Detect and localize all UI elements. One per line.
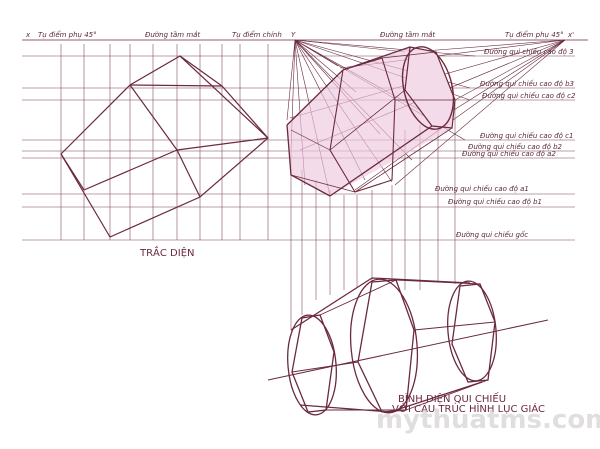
height-label-b1: Đường qui chiếu cao độ b1 [448,198,542,206]
height-label-b2: Đường qui chiếu cao độ b2 [468,143,563,151]
side-view-caption: TRẮC DIỆN [139,245,195,259]
main-vp-label: Tụ điểm chính [232,30,282,39]
vertical-projection-lines [60,44,456,330]
side-view-shape [60,55,269,238]
y-mark-label: Y [291,31,296,39]
watermark: mythuatms.com [376,405,600,435]
x-left-label: x [25,31,31,39]
x-right-label: x' [567,31,574,39]
height-label-a2: Đường qui chiếu cao độ a2 [462,150,556,158]
height-label-c1: Đường qui chiếu cao độ c1 [480,132,573,140]
plan-view-shape [267,277,549,416]
vp-left-label: Tụ điểm phụ 45° [38,30,97,39]
height-label-b3: Đường qui chiếu cao độ b3 [480,80,574,88]
perspective-prism [286,46,456,197]
horizon-right-label: Đường tầm mắt [380,31,435,39]
height-label-a1: Đường qui chiếu cao độ a1 [435,185,529,193]
horizon-left-label: Đường tầm mắt [145,31,200,39]
plan-caption-2: VỚI CẤU TRÚC HÌNH LỤC GIÁC [392,401,545,415]
height-label-base: Đường qui chiếu gốc [456,231,528,239]
plan-caption-1: BÌNH DIỆN QUI CHIẾU [398,391,506,405]
height-label-3: Đường qui chiếu cao độ 3 [484,48,574,56]
height-label-c2: Đường qui chiếu cao độ c2 [482,92,576,100]
vp-right-label: Tụ điểm phụ 45° [505,30,564,39]
